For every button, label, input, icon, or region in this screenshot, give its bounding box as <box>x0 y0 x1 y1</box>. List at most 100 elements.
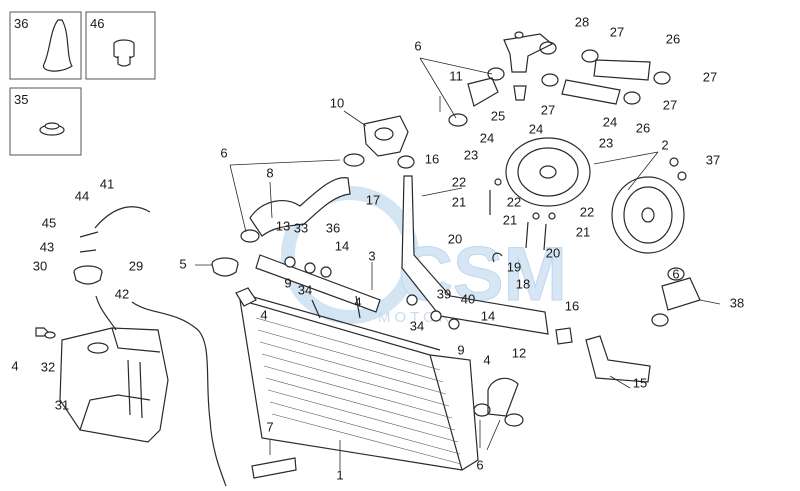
callout-38: 38 <box>730 295 744 310</box>
upper-hose-icon <box>249 177 351 237</box>
t-joint-icon <box>503 31 554 73</box>
callout-22-mid: 22 <box>507 194 521 209</box>
callout-13: 13 <box>276 218 290 233</box>
callout-24-right: 24 <box>603 114 617 129</box>
callout-40: 40 <box>461 291 475 306</box>
callout-4-right: 4 <box>483 352 490 367</box>
callout-9-right: 9 <box>457 342 464 357</box>
callout-27-lower: 27 <box>663 97 677 112</box>
callout-43: 43 <box>40 239 54 254</box>
callout-28: 28 <box>575 14 589 29</box>
callout-4-bracket: 4 <box>354 294 361 309</box>
callout-25: 25 <box>491 108 505 123</box>
callout-6-left: 6 <box>220 145 227 160</box>
small-fittings-icon <box>79 231 99 253</box>
grommet-icon <box>39 122 65 136</box>
lower-hose-icon <box>487 377 519 417</box>
callout-27-top: 27 <box>610 24 624 39</box>
fan-nuts-icon <box>669 157 687 181</box>
watermark: CSM MOTORPARTS <box>281 186 567 326</box>
pipe-coupler-icon <box>555 327 573 345</box>
inset-box-46-label: 46 <box>90 16 104 31</box>
callout-2: 2 <box>661 137 668 152</box>
callout-32: 32 <box>41 359 55 374</box>
callout-16-top: 16 <box>425 151 439 166</box>
callout-17: 17 <box>366 192 380 207</box>
callout-31: 31 <box>55 397 69 412</box>
expansion-tank-icon <box>59 327 169 443</box>
radiator-icon <box>239 295 479 471</box>
callout-3: 3 <box>368 248 375 263</box>
callout-41: 41 <box>100 176 114 191</box>
long-coolant-pipe-icon <box>401 175 549 335</box>
callout-24-mid: 24 <box>529 121 543 136</box>
callout-21-right: 21 <box>576 224 590 239</box>
callout-8: 8 <box>266 165 273 180</box>
hose-clip-icon <box>42 19 73 72</box>
callout-16-right: 16 <box>565 298 579 313</box>
temperature-sensor-icon <box>513 85 527 101</box>
fan-screws-icon <box>489 178 556 251</box>
callout-24-left: 24 <box>480 130 494 145</box>
hose-clamps-icon <box>240 41 685 427</box>
thermostat-housing-icon <box>363 115 409 157</box>
radiator-bracket-icon <box>235 287 257 307</box>
callout-11: 11 <box>449 68 463 83</box>
hose-11-icon <box>467 77 499 107</box>
callout-26-bottom: 26 <box>636 120 650 135</box>
cable-clip-icon <box>492 252 503 263</box>
callout-12: 12 <box>512 345 526 360</box>
callout-21-mid: 21 <box>503 212 517 227</box>
callout-45: 45 <box>42 215 56 230</box>
callout-21-left: 21 <box>452 194 466 209</box>
callout-23-right: 23 <box>599 135 613 150</box>
callout-1: 1 <box>336 467 343 482</box>
callout-29: 29 <box>129 258 143 273</box>
callout-27-right: 27 <box>703 69 717 84</box>
tank-hose-icon <box>95 295 117 331</box>
callout-7: 7 <box>266 419 273 434</box>
hose-26-lower-icon <box>561 79 621 105</box>
inset-box-36-label: 36 <box>14 16 28 31</box>
callout-5: 5 <box>179 256 186 271</box>
callout-9-left: 9 <box>284 275 291 290</box>
cap-plug-icon <box>113 39 135 67</box>
callout-23-left: 23 <box>464 147 478 162</box>
cooling-fan-right-icon <box>611 176 685 254</box>
pipe-sleeve-icon <box>661 277 701 311</box>
inset-box-46: 46 <box>85 11 156 80</box>
callout-4-tank: 4 <box>11 358 18 373</box>
callout-6-bottom: 6 <box>476 457 483 472</box>
callout-18: 18 <box>516 276 530 291</box>
callout-6-top: 6 <box>414 38 421 53</box>
callout-10: 10 <box>330 95 344 110</box>
callout-39: 39 <box>437 286 451 301</box>
callout-42: 42 <box>115 286 129 301</box>
inset-box-35: 35 <box>9 87 82 156</box>
mounting-bracket-icon <box>255 254 381 319</box>
return-pipe-icon <box>585 335 651 383</box>
breather-hose-icon <box>94 206 151 229</box>
radiator-cap-icon <box>211 257 239 277</box>
callout-14-left: 14 <box>335 238 349 253</box>
inset-box-35-label: 35 <box>14 92 28 107</box>
tank-cap-icon <box>73 265 103 285</box>
hose-26-upper-icon <box>593 59 651 81</box>
callout-44: 44 <box>75 188 89 203</box>
overflow-hose-icon <box>131 301 227 487</box>
callout-15: 15 <box>633 375 647 390</box>
leader-lines <box>195 57 721 470</box>
callout-6-right: 6 <box>672 266 679 281</box>
inset-box-36: 36 <box>9 11 82 80</box>
callout-labels: 1 2 3 4 4 4 4 5 6 6 6 6 7 8 9 9 10 11 12… <box>11 14 744 482</box>
callout-26-top: 26 <box>666 31 680 46</box>
callout-34-right: 34 <box>410 318 424 333</box>
callout-22-right: 22 <box>580 204 594 219</box>
callout-20-left: 20 <box>448 231 462 246</box>
cooling-fan-left-icon <box>505 137 591 207</box>
callout-30: 30 <box>33 258 47 273</box>
bracket-washers-icon <box>284 256 460 330</box>
callout-27-mid: 27 <box>541 102 555 117</box>
